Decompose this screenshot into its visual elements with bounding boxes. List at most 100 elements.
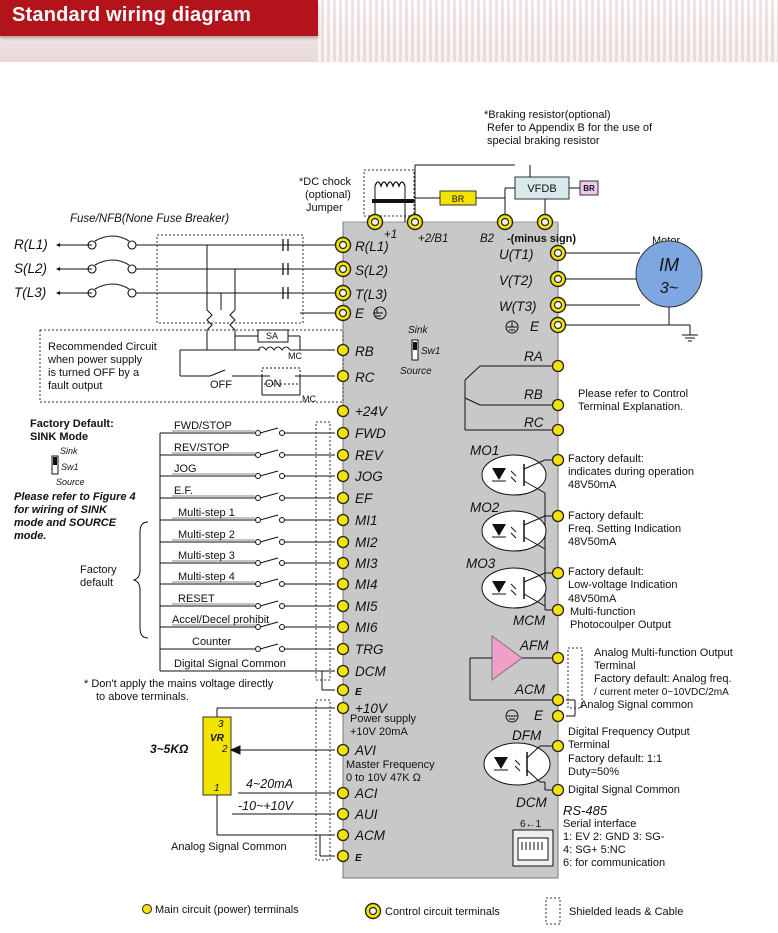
terminal-trg: TRG <box>355 642 384 657</box>
page-title: Standard wiring diagram <box>12 4 252 26</box>
dfm-note-3: Factory default: 1:1 <box>568 753 662 765</box>
rs485-port-icon <box>512 829 554 867</box>
mo2-terminal <box>551 509 565 523</box>
switch-label-dsc: Digital Signal Common <box>174 658 286 670</box>
dont-apply-1: * Don't apply the mains voltage directly <box>84 678 274 690</box>
fuse-breakers <box>58 235 335 298</box>
motor-phase: 3~ <box>660 280 678 297</box>
dc-choke-note-1: *DC chock <box>299 176 351 188</box>
terminal-mi4: MI4 <box>355 577 378 592</box>
terminal-v: V(T2) <box>499 273 533 288</box>
terminal-mi5: MI5 <box>355 599 378 614</box>
terminal-minus: -(minus sign) <box>507 233 576 245</box>
switch-label-7: Multi-step 4 <box>178 571 235 583</box>
left-terminal-column: +24VFWDREVJOGEFMI1MI2MI3MI4MI5MI6TRGDCME… <box>336 404 389 864</box>
dfm-dcm: DCM <box>516 795 547 810</box>
terminal-dot-mi6 <box>336 620 350 634</box>
figure4-note-2: for wiring of SINK <box>14 504 108 516</box>
factory-brace <box>132 521 149 639</box>
mo1-note-2: indicates during operation <box>568 466 694 478</box>
relay-ra: RA <box>524 349 543 364</box>
mcm-note-2: Photocoulper Output <box>570 619 671 631</box>
afm-acm: ACM <box>514 682 546 697</box>
mo3-terminal <box>551 566 565 580</box>
mcm-note-1: Multi-function <box>570 606 635 618</box>
dc-choke-note-3: Jumper <box>306 202 343 214</box>
legend-shielded: Shielded leads & Cable <box>569 906 683 918</box>
mcm-label: MCM <box>513 613 546 628</box>
mo1-note-1: Factory default: <box>568 453 644 465</box>
sw-source-2: Source <box>56 477 85 487</box>
terminal-rc: RC <box>355 370 375 385</box>
header-stripes <box>318 0 778 62</box>
terminal-rev: REV <box>355 448 385 463</box>
terminal-ef: EF <box>355 491 373 506</box>
sw-label: Sw1 <box>421 346 440 357</box>
rs485-line-2: 1: EV 2: GND 3: SG- <box>563 831 665 843</box>
terminal-dot-24v <box>336 404 350 418</box>
terminal-b2: B2 <box>480 233 495 245</box>
terminal-dot-fwd <box>336 426 350 440</box>
switch-label-3: E.F. <box>174 485 193 497</box>
recommended-box <box>39 329 344 403</box>
mo3-note-3: 48V50mA <box>568 593 617 605</box>
switch-label-9: Accel/Decel prohibit <box>172 614 269 626</box>
terminal-analog-10v: +10V <box>355 701 389 716</box>
vr-potentiometer <box>202 716 232 796</box>
vr-pin2: 2 <box>221 744 228 755</box>
braking-note-2: Refer to Appendix B for the use of <box>487 122 653 134</box>
supply-r: R(L1) <box>14 237 48 252</box>
header-title-bar <box>0 0 318 36</box>
dc-choke-note-2: (optional) <box>305 189 351 201</box>
dfm-note-1: Digital Frequency Output <box>568 726 690 738</box>
switch-label-counter: Counter <box>192 636 231 648</box>
mo1-note-3: 48V50mA <box>568 479 617 491</box>
vr-label: VR <box>210 733 225 744</box>
mo2-note-1: Factory default: <box>568 510 644 522</box>
terminal-dot-jog <box>336 469 350 483</box>
sw-source: Source <box>400 366 432 377</box>
rs485-line-3: 4: SG+ 5:NC <box>563 844 626 856</box>
mc2-label: MC <box>302 394 316 404</box>
recommended-note-1: Recommended Circuit <box>48 341 157 353</box>
rs485-pins: 6←1 <box>520 819 542 830</box>
mo3-note-2: Low-voltage Indication <box>568 579 677 591</box>
analog-supply-2: +10V 20mA <box>350 726 408 738</box>
rs485-title: RS-485 <box>563 803 608 818</box>
afm-e: E <box>534 708 544 723</box>
braking-note-3: special braking resistor <box>487 135 600 147</box>
terminal-dot-rev <box>336 448 350 462</box>
terminal-r: R(L1) <box>355 239 389 254</box>
factory-default2-2: default <box>80 577 113 589</box>
relay-contacts <box>464 365 558 431</box>
analog-master-2: 0 to 10V 47K Ω <box>346 772 421 784</box>
dont-apply-2: to above terminals. <box>96 691 189 703</box>
terminal-b1: +2/B1 <box>418 233 448 245</box>
switch-label-6: Multi-step 3 <box>178 550 235 562</box>
mo2-note-2: Freq. Setting Indication <box>568 523 681 535</box>
dfm-label: DFM <box>512 728 542 743</box>
recommended-box-top <box>156 234 304 324</box>
terminal-jog: JOG <box>354 469 383 484</box>
supply-t: T(L3) <box>14 285 46 300</box>
factory-default2-1: Factory <box>80 564 117 576</box>
terminal-w: W(T3) <box>499 299 537 314</box>
mo3-note-1: Factory default: <box>568 566 644 578</box>
dfm-note-4: Duty=50% <box>568 766 619 778</box>
switch-label-5: Multi-step 2 <box>178 529 235 541</box>
afm-note-5: Analog Signal common <box>580 699 693 711</box>
sw-sink-2: Sink <box>60 446 78 456</box>
mo1-terminal <box>551 453 565 467</box>
terminal-dot-mi1 <box>336 513 350 527</box>
ground-icon <box>373 306 387 320</box>
ground-icon-out <box>505 320 519 334</box>
terminal-dot-analog-0 <box>336 701 350 715</box>
motor-im: IM <box>659 255 679 275</box>
relay-rb: RB <box>524 387 543 402</box>
rs485-line-1: Serial interface <box>563 818 636 830</box>
afm-note-1: Analog Multi-function Output <box>594 647 733 659</box>
legend-main-icon <box>142 904 152 914</box>
dfm-note-5: Digital Signal Common <box>568 784 680 796</box>
terminal-mi1: MI1 <box>355 513 378 528</box>
